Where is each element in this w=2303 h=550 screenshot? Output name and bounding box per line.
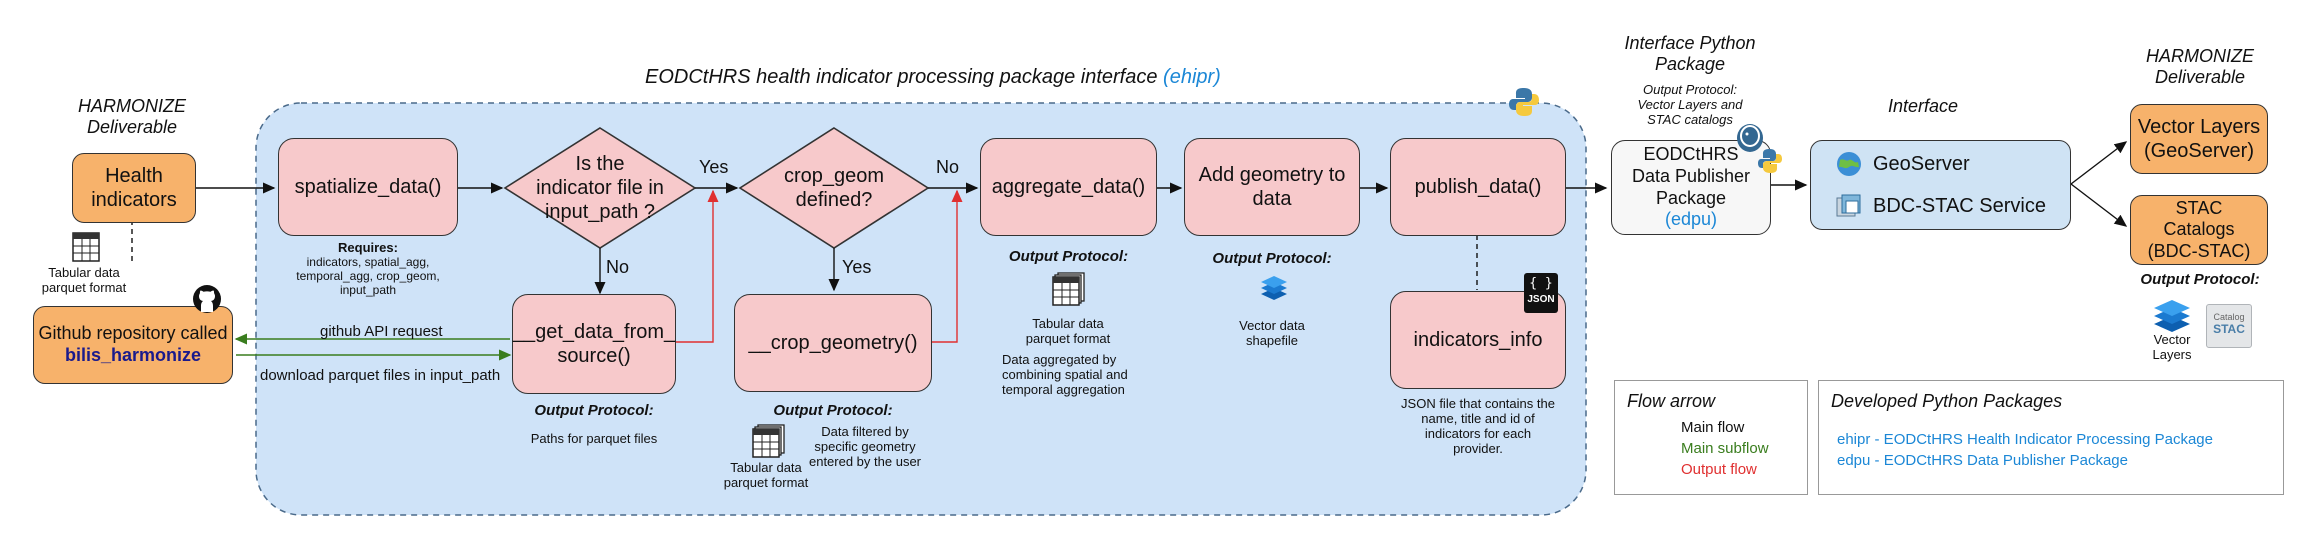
main-subflow-arrows	[234, 333, 512, 361]
requires-body: indicators, spatial_agg, temporal_agg, c…	[296, 255, 440, 297]
ehipr-region-title: EODCtHRS health indicator processing pac…	[645, 66, 1221, 89]
harmonize-deliverable-left-title: HARMONIZE Deliverable	[78, 96, 186, 137]
python-icon	[1509, 88, 1539, 116]
github-repo-label: Github repository called	[38, 323, 228, 344]
package-edpu-label: edpu - EODCtHRS Data Publisher Package	[1837, 452, 2128, 469]
geoserver-icon	[1837, 152, 1861, 176]
publish-data-node[interactable]: publish_data()	[1390, 138, 1566, 236]
interface-services-node: GeoServer BDC-STAC Service	[1810, 140, 2071, 230]
legend-main-flow-label: Main flow	[1681, 419, 1745, 436]
data-aggregated-label: Data aggregated by combining spatial and…	[1002, 352, 1128, 397]
add-geometry-node[interactable]: Add geometry to data	[1184, 138, 1360, 236]
json-file-icon: { } JSON	[1524, 273, 1558, 313]
flow-legend-title: Flow arrow	[1627, 391, 1716, 411]
edge-yes-label-1: Yes	[699, 157, 729, 177]
legend-main-subflow-label: Main subflow	[1681, 440, 1769, 457]
interface-python-package-title: Interface Python Package	[1624, 33, 1756, 74]
edge-yes-label-2: Yes	[842, 257, 872, 277]
health-indicators-node[interactable]: Health indicators	[72, 153, 196, 223]
edpu-package-label: EODCtHRS Data Publisher Package	[1631, 144, 1751, 208]
legend-output-flow-label: Output flow	[1681, 461, 1757, 478]
stac-catalog-icon: Catalog STAC	[2206, 304, 2252, 348]
json-file-label: JSON	[1527, 294, 1555, 305]
output-protocol-label-aggregate: Output Protocol:	[1008, 248, 1129, 265]
edpu-package-abbrev: (edpu)	[1664, 209, 1718, 230]
decision-input-path-label: Is the indicator file in input_path ?	[536, 153, 664, 223]
output-protocol-label-geometry: Output Protocol:	[1212, 250, 1332, 267]
table-icon	[72, 232, 100, 262]
postgres-icon	[1737, 124, 1763, 152]
bdc-stac-service[interactable]: BDC-STAC Service	[1835, 192, 2046, 220]
github-repo-name: bilis_harmonize	[64, 345, 202, 365]
stac-small-label: STAC	[2213, 322, 2245, 336]
aggregate-data-node[interactable]: aggregate_data()	[980, 138, 1157, 236]
catalog-small-label: Catalog	[2213, 312, 2245, 322]
vector-shapefile-label: Vector data shapefile	[1239, 318, 1305, 348]
tabular-data-label-crop: Tabular data parquet format	[723, 460, 809, 490]
packages-legend-title: Developed Python Packages	[1831, 391, 2063, 411]
github-icon	[193, 285, 221, 313]
github-repository-node[interactable]: Github repository called bilis_harmonize	[33, 306, 233, 384]
output-protocol-label-crop: Output Protocol:	[773, 402, 893, 419]
tabular-data-label-left: Tabular data parquet format	[41, 265, 127, 295]
spatialize-data-node[interactable]: spatialize_data()	[278, 138, 458, 236]
output-protocol-vector-stac: Output Protocol: Vector Layers and STAC …	[1637, 82, 1743, 127]
python-icon	[1758, 149, 1782, 173]
ehipr-title-text: EODCtHRS health indicator processing pac…	[645, 66, 1158, 88]
interface-title: Interface	[1887, 96, 1959, 116]
paths-parquet-label: Paths for parquet files	[530, 431, 658, 446]
ehipr-title-abbrev: (ehipr)	[1163, 66, 1221, 88]
flow-arrow-legend: Flow arrow Main flow Main subflow Output…	[1614, 380, 1808, 495]
table-icon	[1052, 272, 1085, 306]
output-protocol-label-deliverable: Output Protocol:	[2140, 271, 2260, 288]
package-ehipr-label: ehipr - EODCtHRS Health Indicator Proces…	[1837, 431, 2213, 448]
layers-icon	[1261, 276, 1287, 300]
bdc-stac-service-label: BDC-STAC Service	[1873, 195, 2046, 217]
geoserver-label: GeoServer	[1873, 153, 1970, 175]
json-file-description: JSON file that contains the name, title …	[1401, 396, 1555, 456]
layers-icon	[2154, 300, 2190, 332]
edge-no-label-2: No	[936, 157, 960, 177]
table-icon	[752, 424, 785, 458]
data-filtered-label: Data filtered by specific geometry enter…	[808, 424, 922, 469]
vector-layers-geoserver-node[interactable]: Vector Layers (GeoServer)	[2130, 104, 2268, 174]
vector-layers-small-label: Vector Layers	[2152, 332, 2192, 362]
main-flow-arrows	[131, 141, 2128, 295]
get-data-from-source-node[interactable]: __get_data_from_ source()	[512, 294, 676, 394]
output-flow-arrows	[676, 189, 963, 343]
stac-catalogs-node[interactable]: STAC Catalogs (BDC-STAC)	[2130, 195, 2268, 265]
python-packages-legend: Developed Python Packages ehipr - EODCtH…	[1818, 380, 2284, 495]
github-api-request-label: github API request	[320, 323, 443, 340]
requires-title: Requires:	[338, 240, 398, 255]
tabular-data-label-aggregate: Tabular data parquet format	[1025, 316, 1111, 346]
edpu-package-node[interactable]: EODCtHRS Data Publisher Package (edpu)	[1611, 140, 1771, 235]
download-parquet-label: download parquet files in input_path	[260, 367, 501, 384]
stac-icon	[1836, 194, 1861, 217]
geoserver-service[interactable]: GeoServer	[1835, 150, 1970, 178]
crop-geometry-node[interactable]: __crop_geometry()	[734, 294, 932, 392]
harmonize-deliverable-right-title: HARMONIZE Deliverable	[2146, 46, 2254, 87]
decision-crop-geom-label: crop_geom defined?	[783, 165, 885, 211]
output-protocol-label-source: Output Protocol:	[534, 402, 654, 419]
edge-no-label-1: No	[606, 257, 630, 277]
